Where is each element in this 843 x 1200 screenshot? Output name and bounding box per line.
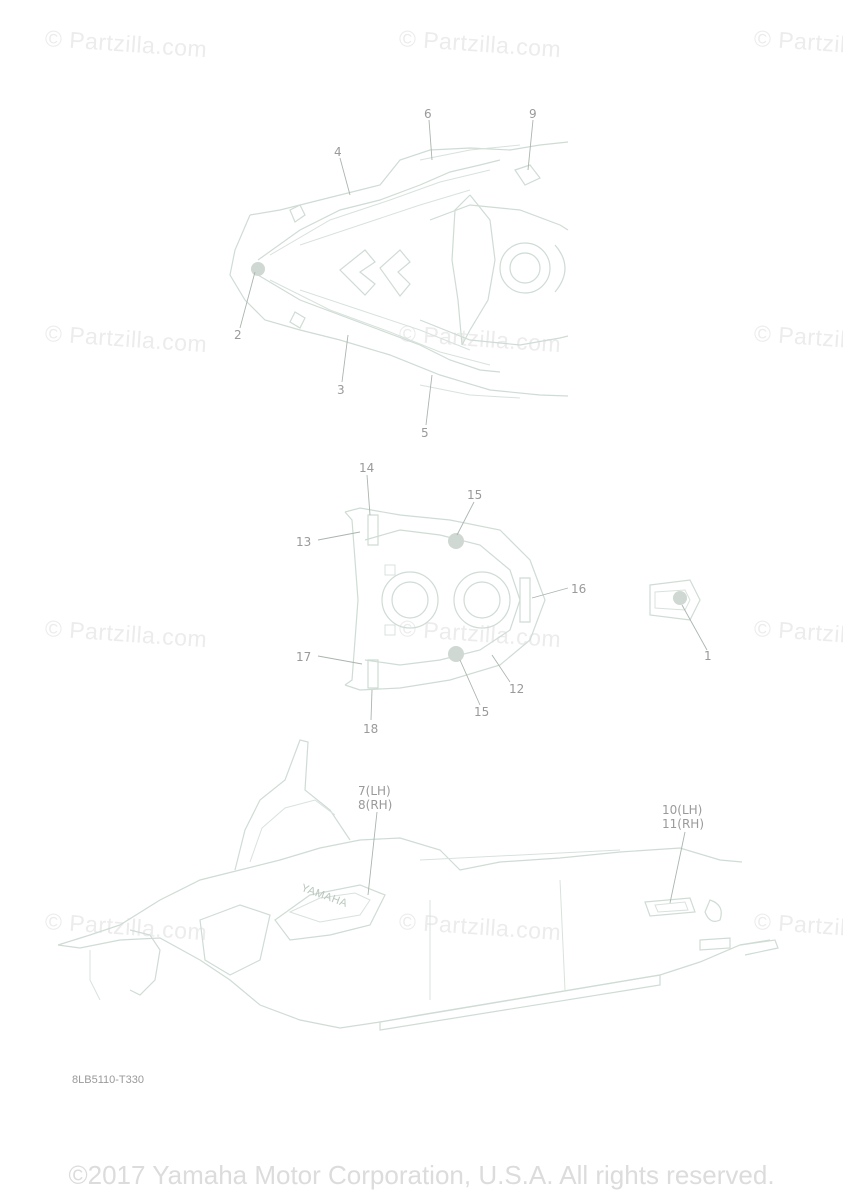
callout-15-upper: 15 (467, 488, 483, 502)
callout-3: 3 (337, 383, 345, 397)
callout-7-lh: 7(LH) (358, 784, 391, 798)
ignition-part-view (649, 579, 701, 621)
callout-2: 2 (234, 328, 242, 342)
copyright-notice: ©2017 Yamaha Motor Corporation, U.S.A. A… (68, 1160, 775, 1190)
hood-top-view (229, 141, 569, 399)
callout-15-lower: 15 (474, 705, 490, 719)
rear-section-top-view (344, 507, 546, 691)
callout-1: 1 (704, 649, 712, 663)
callout-14: 14 (359, 461, 375, 475)
diagram-code: 8LB5110-T330 (72, 1074, 144, 1086)
callout-9: 9 (529, 107, 537, 121)
callout-11-rh: 11(RH) (662, 817, 704, 831)
callout-16: 16 (571, 582, 587, 596)
callout-13: 13 (296, 535, 312, 549)
callout-8-rh: 8(RH) (358, 798, 393, 812)
callout-12: 12 (509, 682, 525, 696)
callout-6: 6 (424, 107, 432, 121)
callout-leader-lines (239, 119, 708, 904)
callout-4: 4 (334, 145, 342, 159)
callout-17: 17 (296, 650, 312, 664)
callout-18: 18 (363, 722, 379, 736)
snowmobile-side-view (57, 739, 779, 1031)
callout-5: 5 (421, 426, 429, 440)
callout-10-lh: 10(LH) (662, 803, 703, 817)
